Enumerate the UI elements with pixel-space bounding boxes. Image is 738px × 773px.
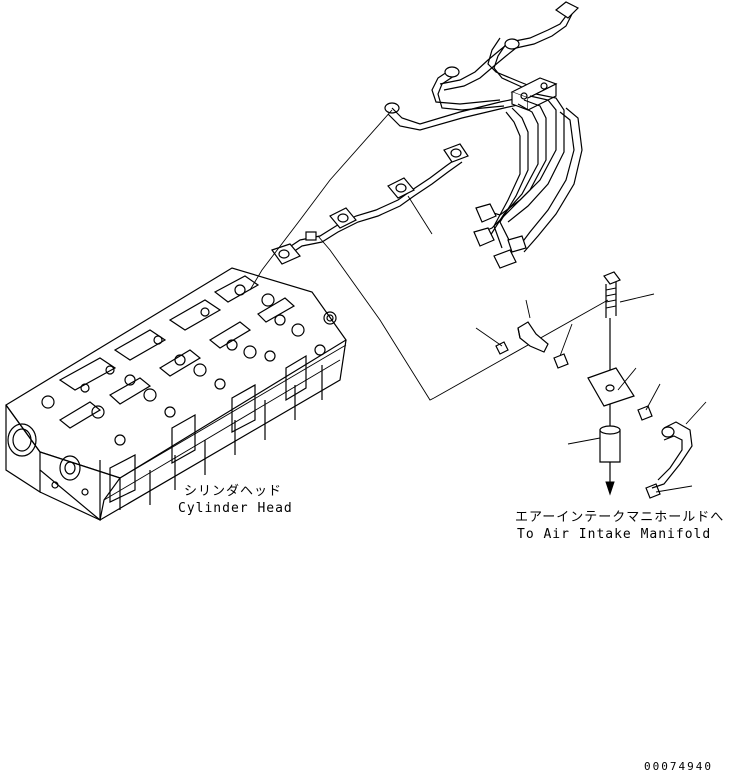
hose-fittings [433, 271, 707, 499]
cylinder-head-label-en: Cylinder Head [178, 501, 293, 516]
manifold-label-en: To Air Intake Manifold [517, 527, 712, 542]
injection-pipes [384, 1, 583, 269]
cylinder-head-drawing [5, 267, 347, 522]
manifold-label-jp: エアーインテークマニホールドへ [515, 510, 725, 525]
cylinder-head-label-jp: シリンダヘッド [184, 484, 283, 499]
leak-off-pipe [249, 109, 469, 401]
reference-number: 00074940 [644, 760, 713, 773]
